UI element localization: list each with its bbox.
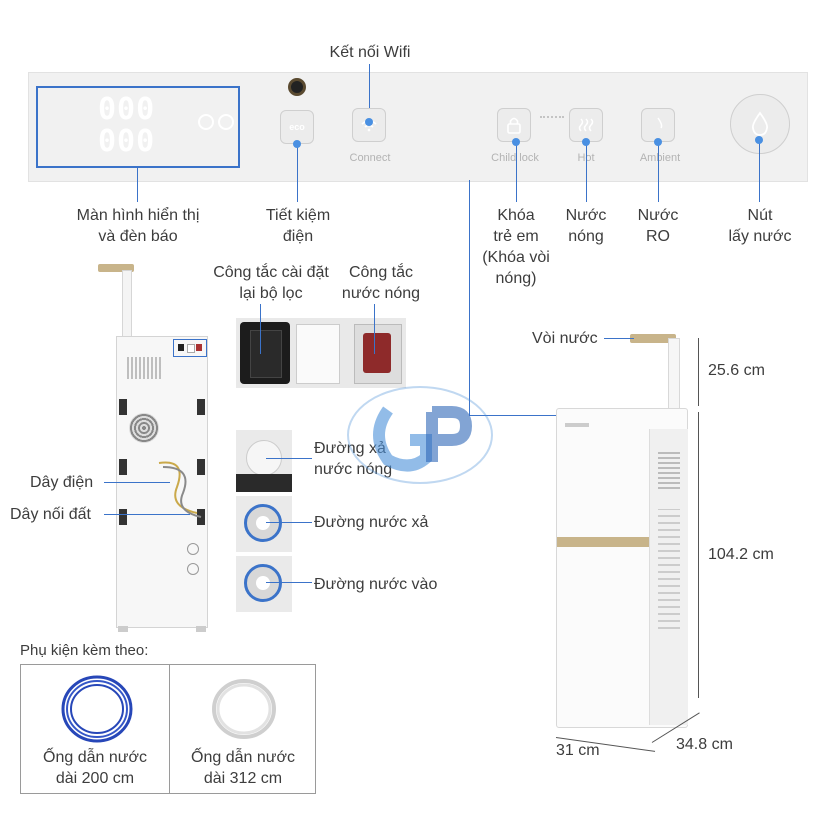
child-lock-button[interactable] [497, 108, 531, 142]
eco-icon: eco [289, 122, 305, 132]
display-digits-top: 000 [98, 92, 156, 127]
faucet-pipe [122, 270, 132, 340]
switch-photo [236, 318, 406, 388]
leader-line [104, 482, 170, 483]
ambient-button[interactable] [641, 108, 675, 142]
drain-line-label: Đường nước xả [314, 514, 429, 531]
accessory-item: Ống dẫn nước dài 312 cm [169, 664, 316, 794]
side-panel [649, 429, 688, 725]
blue-tube-icon [61, 675, 133, 743]
depth-dimension: 34.8 cm [676, 736, 733, 753]
wifi-label: Kết nối Wifi [329, 44, 411, 61]
hot-switch-label: Công tắc nước nóng [341, 264, 421, 302]
gold-trim [557, 537, 649, 547]
inlet-line-photo [236, 556, 292, 612]
leader-line [369, 64, 370, 122]
accessories-title: Phụ kiện kèm theo: [20, 642, 149, 659]
product-body [556, 408, 688, 728]
accessory-item: Ống dẫn nước dài 200 cm [20, 664, 170, 794]
dimension-line [698, 338, 699, 406]
switch-highlight [173, 339, 207, 357]
child-lock-label: Khóa trẻ em (Khóa vòi nóng) [482, 207, 550, 287]
connect-caption: Connect [349, 152, 391, 164]
leader-dot [755, 136, 763, 144]
dispense-button[interactable] [730, 94, 790, 154]
watermark-logo-icon [347, 386, 493, 484]
leader-line [260, 304, 261, 354]
ambient-caption: Ambient [639, 152, 681, 164]
leader-line [658, 142, 659, 202]
display-digits-bottom: 000 [98, 124, 156, 159]
lock-icon [507, 117, 521, 134]
filter-switch-label: Công tắc cài đặt lại bộ lọc [213, 264, 329, 302]
sensor-icon [288, 78, 306, 96]
blank-plate [296, 324, 340, 384]
dimension-line [698, 412, 699, 698]
hot-drain-photo [236, 430, 292, 492]
leader-dot [512, 138, 520, 146]
indicator-icon [198, 114, 214, 130]
leader-dot [654, 138, 662, 146]
leader-line [604, 338, 634, 339]
leader-line [516, 142, 517, 202]
leader-line [374, 304, 375, 354]
leader-dot [582, 138, 590, 146]
ro-label: Nước RO [637, 207, 679, 245]
control-panel [28, 72, 808, 182]
leader-line [297, 144, 298, 202]
water-drop-icon [751, 111, 769, 136]
dispense-label: Nút lấy nước [728, 207, 792, 245]
power-cord-label: Dây điện [30, 474, 94, 491]
faucet-height-dimension: 25.6 cm [708, 362, 765, 379]
ground-wire-label: Dây nối đất [10, 506, 91, 523]
faucet-pipe [668, 338, 680, 414]
child-lock-caption: Child lock [491, 152, 539, 164]
width-dimension: 31 cm [556, 742, 600, 759]
hot-label: Nước nóng [565, 207, 607, 245]
faucet-head [98, 264, 134, 272]
white-tube-icon [212, 679, 276, 739]
leader-line [137, 168, 138, 202]
drop-icon [657, 117, 663, 129]
leader-line [104, 514, 190, 515]
divider [540, 116, 564, 118]
display-screen: 000 000 [36, 86, 240, 168]
leader-dot [293, 140, 301, 148]
faucet-head [630, 334, 676, 343]
faucet-label: Vòi nước [532, 330, 598, 347]
drain-line-photo [236, 496, 292, 552]
inlet-line-label: Đường nước vào [314, 576, 438, 593]
leader-line [266, 458, 312, 459]
power-cord-icon [158, 461, 202, 518]
leader-line [266, 522, 312, 523]
eco-button[interactable]: eco [280, 110, 314, 144]
leader-line [586, 142, 587, 202]
eco-label: Tiết kiệm điện [265, 207, 331, 245]
hot-water-switch [354, 324, 402, 384]
display-label: Màn hình hiển thị và đèn báo [76, 207, 200, 245]
hot-drain-label: Đường xả nước nóng [314, 440, 393, 478]
leader-line [759, 140, 760, 202]
filter-reset-switch [240, 322, 290, 384]
connector-line [469, 180, 470, 416]
hot-button[interactable] [569, 108, 603, 142]
fan-icon [129, 413, 159, 443]
indicator-icon [218, 114, 234, 130]
steam-icon [578, 118, 594, 132]
body-height-dimension: 104.2 cm [708, 546, 774, 563]
connector-line [469, 415, 593, 416]
leader-dot [365, 118, 373, 126]
leader-line [266, 582, 312, 583]
vent-grille [127, 357, 163, 379]
